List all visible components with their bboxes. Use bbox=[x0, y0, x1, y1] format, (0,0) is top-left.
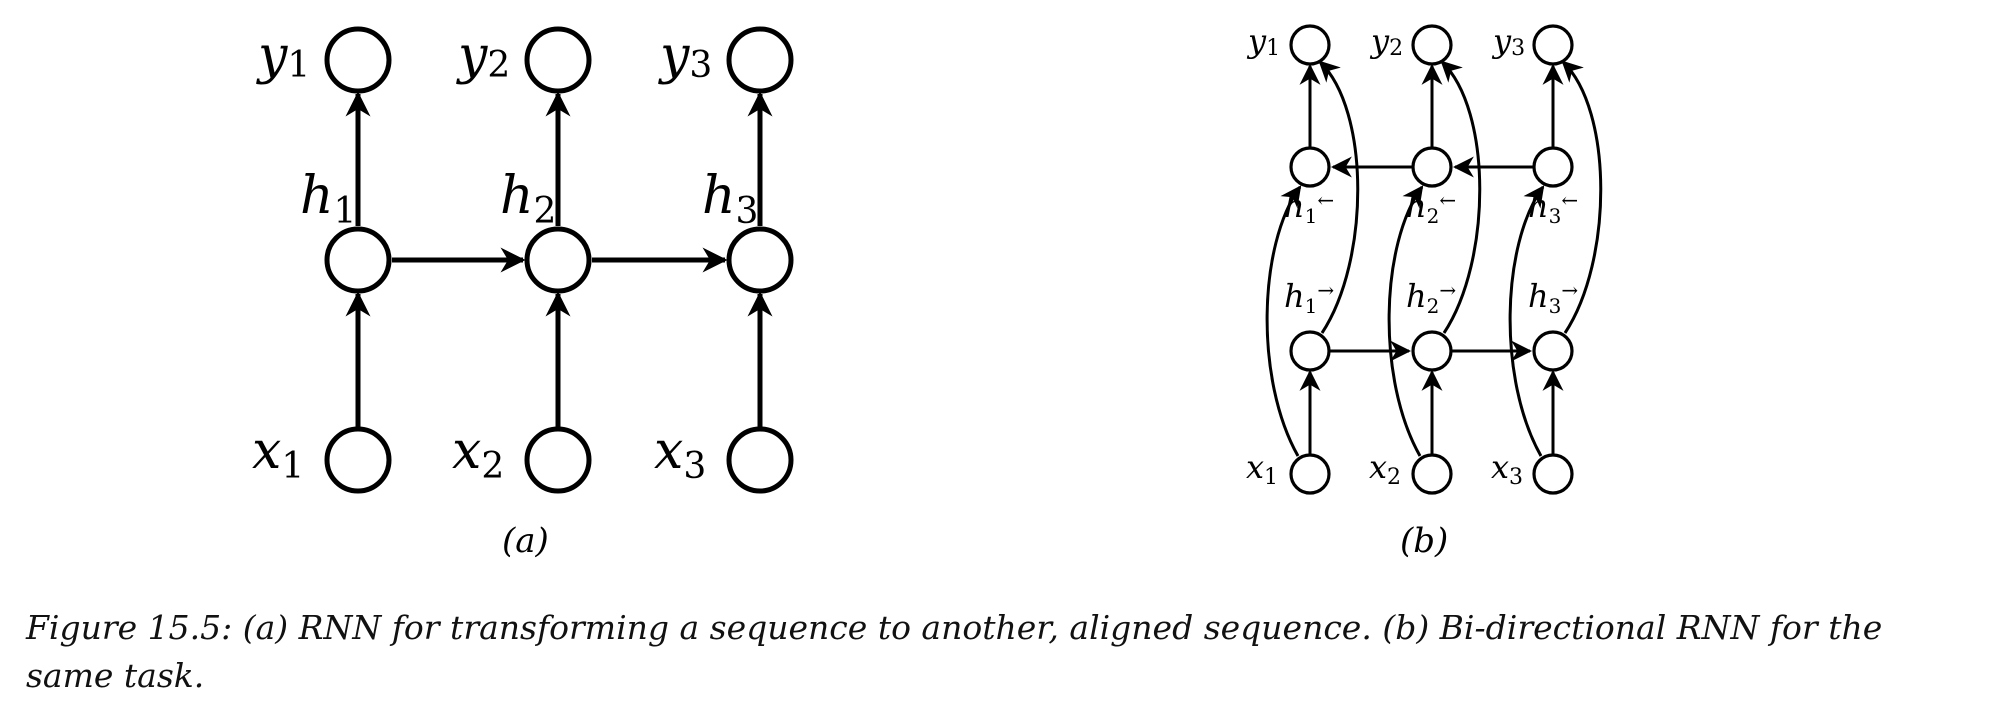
node-a-y3 bbox=[726, 26, 794, 94]
node-b-hf1 bbox=[1289, 330, 1331, 372]
label-b-hb1: h1← bbox=[1284, 187, 1334, 228]
label-a-y2: y2 bbox=[456, 26, 510, 86]
node-a-h1 bbox=[324, 226, 392, 294]
node-a-h2 bbox=[524, 226, 592, 294]
node-b-hb3 bbox=[1532, 146, 1574, 188]
label-b-y2: y2 bbox=[1369, 22, 1403, 61]
label-a-y3: y3 bbox=[658, 26, 712, 86]
label-b-x1: x1 bbox=[1246, 448, 1278, 490]
label-a-x3: x3 bbox=[654, 421, 706, 487]
label-a-h3: h3 bbox=[702, 166, 758, 232]
label-a-x2: x2 bbox=[452, 421, 504, 487]
diagram-b: y1 y2 y3 h1← h2← h3← h1→ h2→ h3→ x1 x2 x… bbox=[1246, 22, 1603, 561]
label-b-hf1: h1→ bbox=[1284, 277, 1334, 318]
edge-b-hf1-y1 bbox=[1318, 60, 1360, 334]
edge-b-hf2-y2 bbox=[1440, 60, 1482, 334]
label-b-hf3: h3→ bbox=[1528, 277, 1578, 318]
node-a-y2 bbox=[524, 26, 592, 94]
label-b-y1: y1 bbox=[1246, 22, 1280, 61]
node-b-hb2 bbox=[1411, 146, 1453, 188]
node-a-x3 bbox=[726, 426, 794, 494]
node-b-x2 bbox=[1411, 453, 1453, 495]
node-a-x1 bbox=[324, 426, 392, 494]
label-a-h1: h1 bbox=[300, 166, 356, 232]
label-a-x1: x1 bbox=[252, 421, 304, 487]
node-b-hf2 bbox=[1411, 330, 1453, 372]
label-a-h2: h2 bbox=[500, 166, 556, 232]
diagram-a-edges bbox=[345, 91, 773, 427]
panel-label-b: (b) bbox=[1400, 521, 1448, 561]
node-b-hf3 bbox=[1532, 330, 1574, 372]
edge-b-x3-hb3 bbox=[1508, 185, 1545, 457]
node-b-y3 bbox=[1532, 24, 1574, 66]
node-b-x3 bbox=[1532, 453, 1574, 495]
node-a-x2 bbox=[524, 426, 592, 494]
edge-b-hf3-y3 bbox=[1561, 60, 1603, 334]
node-b-y1 bbox=[1289, 24, 1331, 66]
label-b-x3: x3 bbox=[1491, 448, 1523, 490]
edge-b-x1-hb1 bbox=[1265, 185, 1302, 457]
figure-diagrams: y1 y2 y3 h1 h2 h3 x1 x2 x3 (a) bbox=[252, 22, 1603, 561]
label-b-y3: y3 bbox=[1491, 22, 1525, 61]
label-a-y1: y1 bbox=[256, 26, 310, 86]
label-b-hf2: h2→ bbox=[1406, 277, 1456, 318]
figure-caption: Figure 15.5: (a) RNN for transforming a … bbox=[26, 608, 1883, 695]
diagram-a: y1 y2 y3 h1 h2 h3 x1 x2 x3 (a) bbox=[252, 26, 794, 561]
label-b-hb2: h2← bbox=[1406, 187, 1456, 228]
label-b-x2: x2 bbox=[1369, 448, 1401, 490]
label-b-hb3: h3← bbox=[1528, 187, 1578, 228]
node-a-y1 bbox=[324, 26, 392, 94]
node-b-y2 bbox=[1411, 24, 1453, 66]
node-b-hb1 bbox=[1289, 146, 1331, 188]
edge-b-x2-hb2 bbox=[1387, 185, 1424, 457]
node-b-x1 bbox=[1289, 453, 1331, 495]
diagram-b-edges bbox=[1265, 60, 1603, 457]
node-a-h3 bbox=[726, 226, 794, 294]
panel-label-a: (a) bbox=[502, 521, 549, 561]
